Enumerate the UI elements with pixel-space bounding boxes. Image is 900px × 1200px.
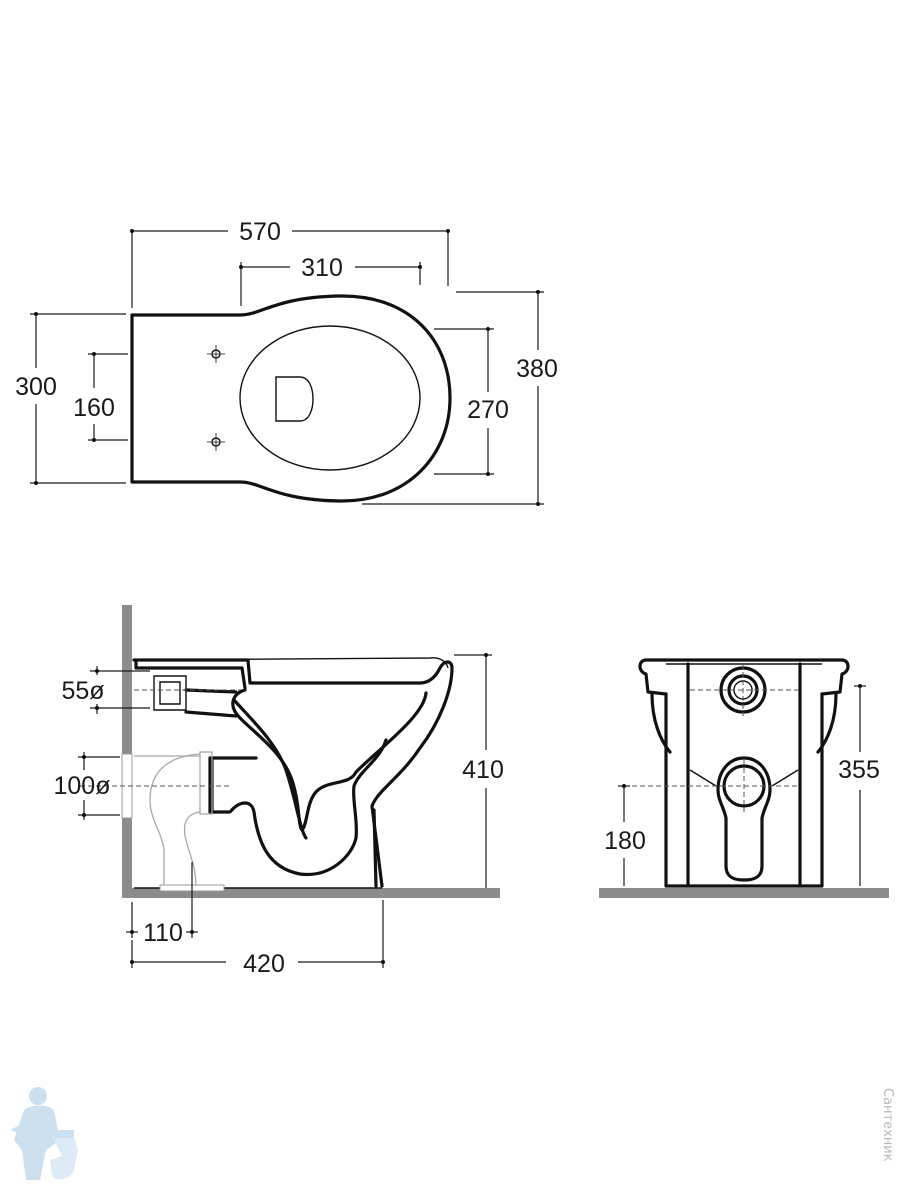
front-body (664, 662, 824, 888)
front-floor (599, 888, 889, 898)
dim-label-55: 55ø (61, 677, 104, 705)
dim-55: 55ø (61, 666, 150, 714)
dim-label-180: 180 (604, 827, 646, 855)
dim-label-110: 110 (143, 919, 183, 947)
fixing-hole-top (207, 345, 225, 363)
rim (132, 658, 454, 750)
dim-label-300: 300 (15, 373, 57, 401)
outlet-shape (716, 756, 772, 882)
dim-100: 100ø (54, 752, 120, 820)
dim-label-100: 100ø (54, 772, 111, 800)
dim-410: 410 (454, 653, 504, 888)
floor (122, 888, 500, 898)
wall (122, 605, 132, 898)
dim-label-270: 270 (467, 396, 509, 424)
rim-right (820, 658, 850, 696)
dim-label-310: 310 (301, 254, 343, 282)
dim-label-420: 420 (243, 950, 285, 978)
seat-opening (239, 325, 421, 471)
dim-label-380: 380 (516, 355, 558, 383)
trap (232, 698, 308, 840)
watermark-text: Сантехник (880, 1088, 895, 1162)
dim-label-355: 355 (838, 756, 880, 784)
dim-270: 270 (434, 327, 509, 476)
dim-355: 355 (838, 684, 880, 886)
dim-420: 420 (130, 900, 385, 978)
front-view: 355 180 (599, 658, 889, 898)
rim-left (638, 658, 668, 696)
dim-110: 110 (126, 862, 198, 947)
dim-300: 300 (15, 312, 126, 485)
drain-opening (275, 376, 314, 422)
dim-label-160: 160 (73, 394, 115, 422)
top-view-outline (130, 294, 452, 503)
top-view: 570 310 300 160 (15, 218, 558, 506)
dim-160: 160 (73, 352, 128, 442)
bowl-interior (231, 688, 428, 832)
dim-310: 310 (239, 254, 422, 306)
fixing-hole-bottom (207, 433, 225, 451)
dim-180: 180 (604, 784, 646, 886)
plumber-mascot-logo (10, 1087, 78, 1180)
side-view: 55ø 100ø 410 110 (54, 605, 504, 978)
dim-570: 570 (130, 218, 450, 308)
dim-label-570: 570 (239, 218, 281, 246)
pedestal-front (370, 746, 422, 888)
dim-label-410: 410 (462, 756, 504, 784)
dim-380: 380 (362, 290, 558, 506)
